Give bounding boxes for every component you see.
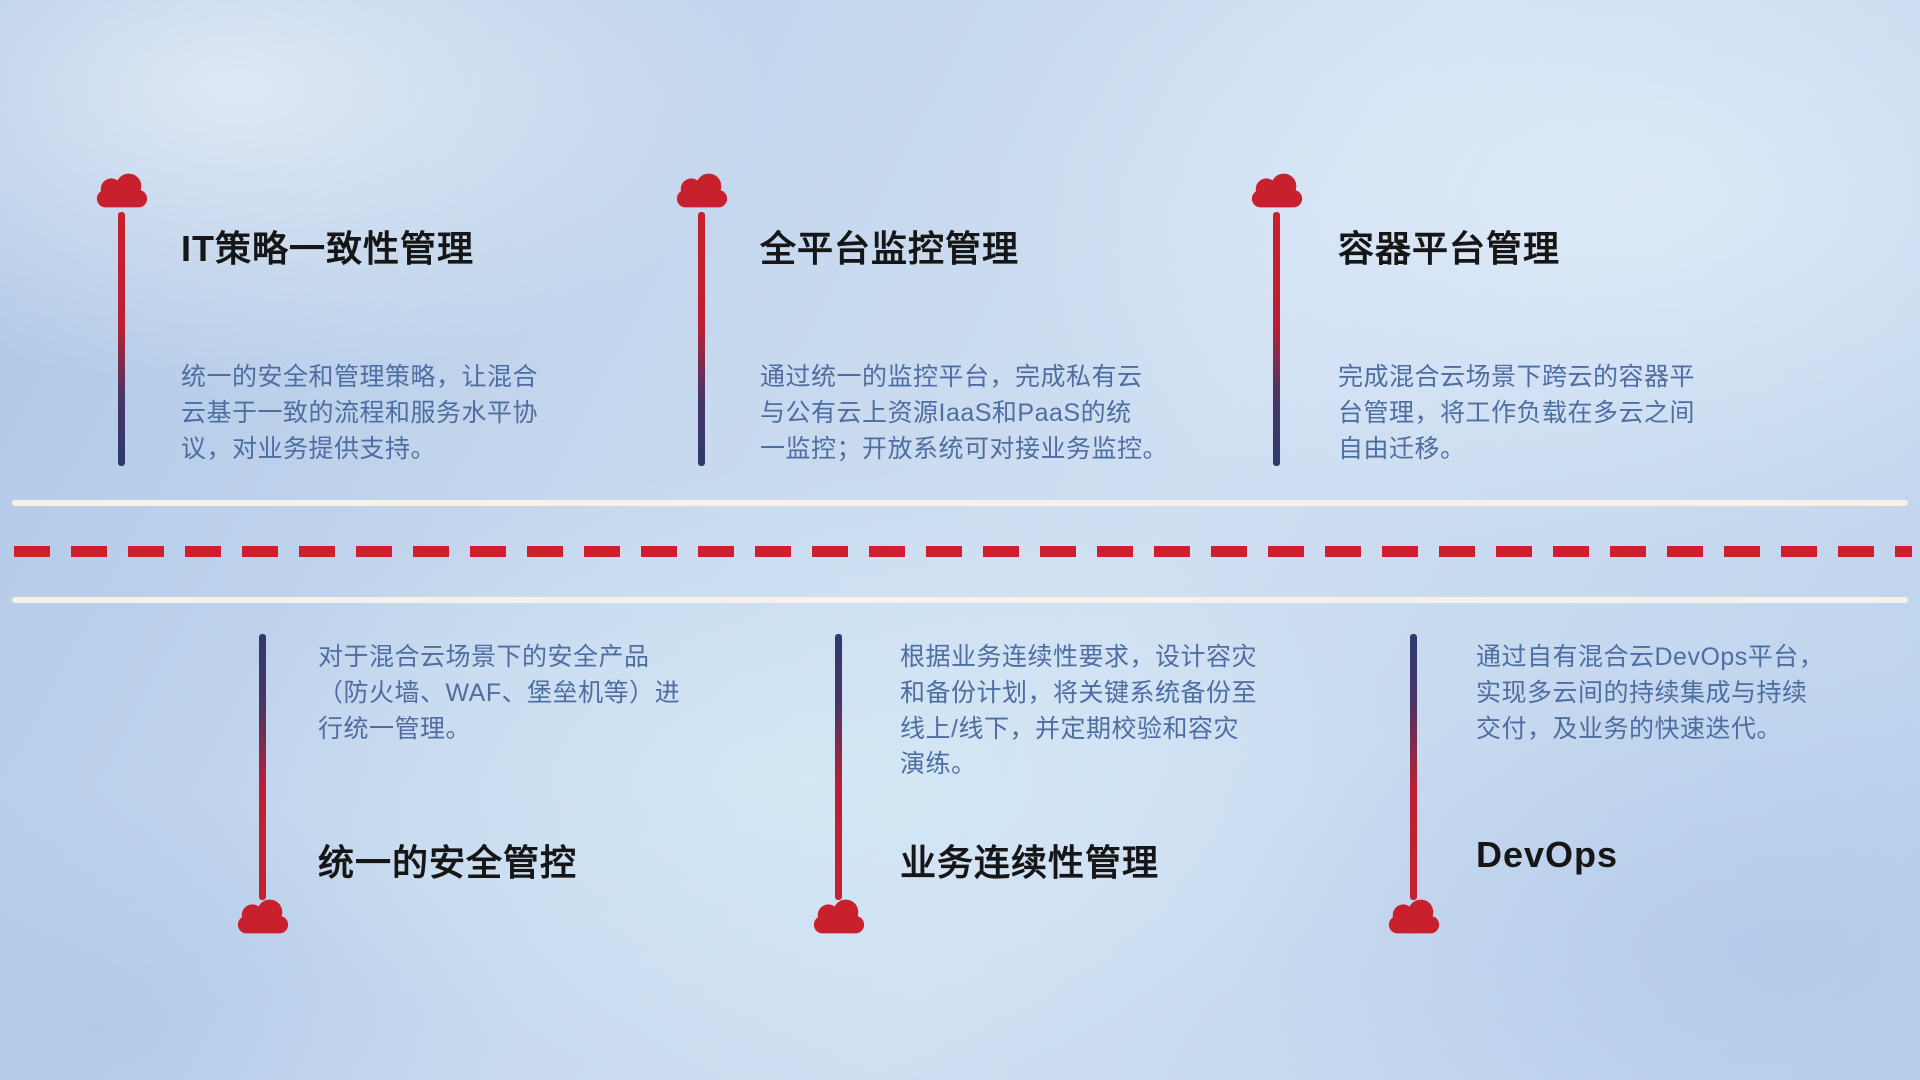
item-title: DevOps — [1476, 834, 1619, 875]
item-description: 根据业务连续性要求，设计容灾 和备份计划，将关键系统备份至 线上/线下，并定期校… — [900, 643, 1258, 779]
item-description: 通过统一的监控平台，完成私有云 与公有云上资源IaaS和PaaS的统 一监控；开… — [760, 363, 1169, 463]
cloud-icon — [810, 896, 868, 936]
item-description: 通过自有混合云DevOps平台， 实现多云间的持续集成与持续 交付，及业务的快速… — [1476, 643, 1825, 743]
connector-line — [259, 634, 266, 900]
cloud-icon — [673, 170, 731, 210]
cloud-icon — [1385, 896, 1443, 936]
connector-line — [118, 212, 125, 466]
cloud-icon — [234, 896, 292, 936]
timeline-upper-line — [12, 500, 1908, 506]
item-title: 业务连续性管理 — [900, 842, 1160, 883]
item-title: IT策略一致性管理 — [181, 228, 474, 269]
item-title: 统一的安全管控 — [318, 842, 578, 883]
timeline-lower-line — [12, 597, 1908, 603]
connector-line — [1273, 212, 1280, 466]
item-description: 完成混合云场景下跨云的容器平 台管理，将工作负载在多云之间 自由迁移。 — [1338, 363, 1696, 463]
cloud-icon — [93, 170, 151, 210]
item-description: 统一的安全和管理策略，让混合 云基于一致的流程和服务水平协 议，对业务提供支持。 — [181, 363, 539, 463]
item-title: 全平台监控管理 — [760, 228, 1020, 269]
item-title: 容器平台管理 — [1338, 228, 1561, 269]
connector-line — [835, 634, 842, 900]
cloud-icon — [1248, 170, 1306, 210]
item-description: 对于混合云场景下的安全产品 （防火墙、WAF、堡垒机等）进 行统一管理。 — [318, 643, 681, 743]
connector-line — [698, 212, 705, 466]
connector-line — [1410, 634, 1417, 900]
timeline-dashed-line — [14, 546, 1912, 557]
